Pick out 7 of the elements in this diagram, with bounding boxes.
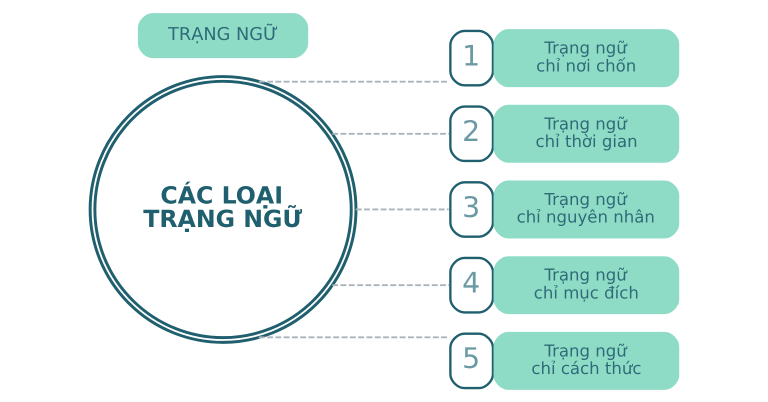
connector	[258, 80, 449, 82]
connector	[332, 132, 449, 134]
connector	[332, 284, 449, 286]
connector	[258, 336, 449, 338]
connector	[355, 208, 448, 210]
node-box: TRẠNG NGỮ	[137, 12, 308, 58]
node-circle: CÁC LOẠI TRẠNG NGỮ	[88, 74, 357, 344]
